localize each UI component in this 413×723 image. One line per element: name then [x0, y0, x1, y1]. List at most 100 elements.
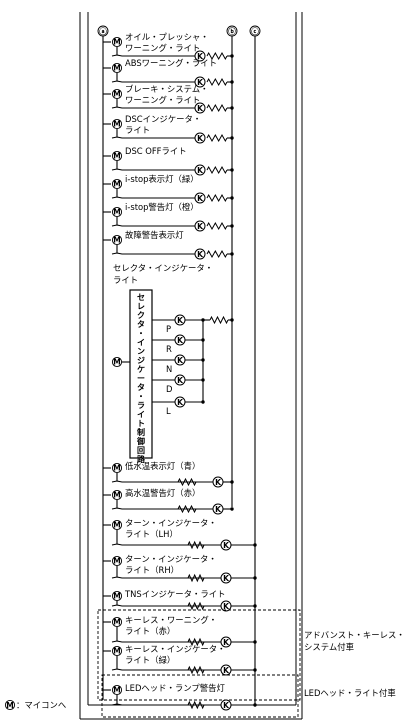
node-a-marker [97, 25, 109, 37]
lamp-feed-wire [116, 566, 221, 579]
lamp-letter: K [223, 541, 230, 550]
node-c-label: ⓒ [251, 26, 259, 36]
lamp-symbol [220, 572, 232, 584]
indicator-lower-label-0-line0: 低水温表示灯（青） [125, 461, 200, 471]
transistor-leg-wire [111, 668, 118, 671]
advanced-keyless-dashed-box [97, 609, 301, 701]
transistor-leg-wire [111, 703, 118, 706]
micom-symbol [111, 62, 123, 74]
lamp-feed-wire [116, 656, 221, 671]
micom-letter: M [113, 90, 120, 99]
micom-symbol [111, 206, 123, 218]
resistor-symbol [187, 573, 205, 583]
lamp-letter: K [197, 194, 204, 203]
selector-micom-symbol [111, 356, 123, 368]
transistor-leg-wire [111, 224, 118, 227]
lamp-feed-wire [116, 129, 195, 139]
legend-micom-letter: M [6, 701, 13, 710]
indicator-lower-label-4-line0: TNSインジケータ・ライト [124, 589, 225, 599]
lamp-letter: K [177, 336, 184, 345]
micom-symbol [111, 555, 123, 567]
lamp-feed-wire [116, 695, 221, 706]
indicator-label-0-line0: オイル・プレッシャ・ [125, 32, 209, 42]
junction-dot [253, 604, 257, 608]
micom-symbol [111, 234, 123, 246]
junction-dot [230, 54, 234, 58]
lamp-letter: K [197, 78, 204, 87]
micom-symbol [111, 462, 123, 474]
lamp-feed-wire [116, 99, 195, 109]
selector-lamp-symbol [174, 354, 186, 366]
micom-letter: M [113, 152, 120, 161]
transistor-leg-wire [111, 576, 118, 579]
micom-symbol [111, 590, 123, 602]
micom-letter: M [113, 592, 120, 601]
resistor-symbol [177, 504, 197, 514]
transistor-leg-wire [111, 480, 118, 483]
lamp-feed-wire [116, 473, 213, 483]
micom-symbol [111, 489, 123, 501]
control-circuit-char: ト [137, 419, 145, 428]
indicator-lower-label-3-line1: ライト（RH） [125, 565, 179, 575]
micom-letter: M [113, 64, 120, 73]
micom-letter: M [113, 521, 120, 530]
indicator-lower-label-6-line0: キーレス・インジケータ・ [125, 644, 226, 654]
lamp-letter: K [223, 666, 230, 675]
control-circuit-char: ン [137, 347, 145, 356]
lamp-letter: K [215, 505, 222, 514]
lamp-letter: K [223, 602, 230, 611]
advanced-keyless-note-line2: システム付車 [304, 642, 354, 652]
node-c-marker [249, 25, 261, 37]
resistor-symbol [209, 315, 229, 325]
lamp-letter: K [177, 376, 184, 385]
lamp-letter: K [197, 104, 204, 113]
lamp-symbol [194, 164, 206, 176]
lamp-feed-wire [116, 47, 195, 57]
lamp-feed-wire [116, 161, 195, 171]
transistor-leg-wire [111, 640, 118, 643]
micom-letter: M [113, 358, 120, 367]
lamp-symbol [220, 600, 232, 612]
lamp-letter: K [197, 250, 204, 259]
selector-lamp-symbol [174, 396, 186, 408]
lamp-symbol [194, 102, 206, 114]
legend-text: ：マイコンへ [16, 700, 66, 710]
indicator-lower-label-6-line1: ライト（緑） [125, 655, 175, 665]
lamp-symbol [212, 476, 224, 488]
lamp-letter: K [177, 356, 184, 365]
lamp-symbol [212, 503, 224, 515]
led-headlight-dashed-box [101, 674, 299, 718]
control-circuit-char: ク [137, 310, 145, 320]
micom-letter: M [113, 686, 120, 695]
junction-dot [201, 358, 205, 362]
lamp-letter: K [223, 701, 230, 710]
selector-position-r: R [166, 344, 172, 354]
indicator-label-3-line1: ライト [125, 125, 150, 135]
selector-control-circuit-box [129, 289, 153, 459]
control-circuit-char: タ [137, 382, 145, 392]
resistor-symbol [187, 637, 205, 647]
micom-letter: M [113, 464, 120, 473]
junction-dot [253, 640, 257, 644]
selector-lamp-symbol [174, 314, 186, 326]
selector-position-l: L [166, 406, 171, 416]
micom-symbol [111, 88, 123, 100]
lamp-feed-wire [116, 601, 221, 607]
lamp-letter: K [197, 222, 204, 231]
junction-dot [230, 480, 234, 484]
lamp-letter: K [177, 398, 184, 407]
resistor-symbol [206, 221, 228, 231]
lamp-feed-wire [116, 500, 213, 510]
lamp-feed-wire [116, 217, 195, 227]
junction-dot [253, 703, 257, 707]
junction-dot [253, 668, 257, 672]
advanced-keyless-note-line1: アドバンスト・キーレス・ [304, 630, 405, 640]
junction-dot [230, 507, 234, 511]
control-circuit-char: イ [137, 338, 145, 347]
control-circuit-char: ー [137, 374, 145, 383]
lamp-letter: K [197, 52, 204, 61]
node-a-label: ⓐ [99, 26, 107, 36]
lamp-symbol [194, 76, 206, 88]
control-circuit-char: ラ [137, 401, 145, 410]
micom-symbol [111, 684, 123, 696]
